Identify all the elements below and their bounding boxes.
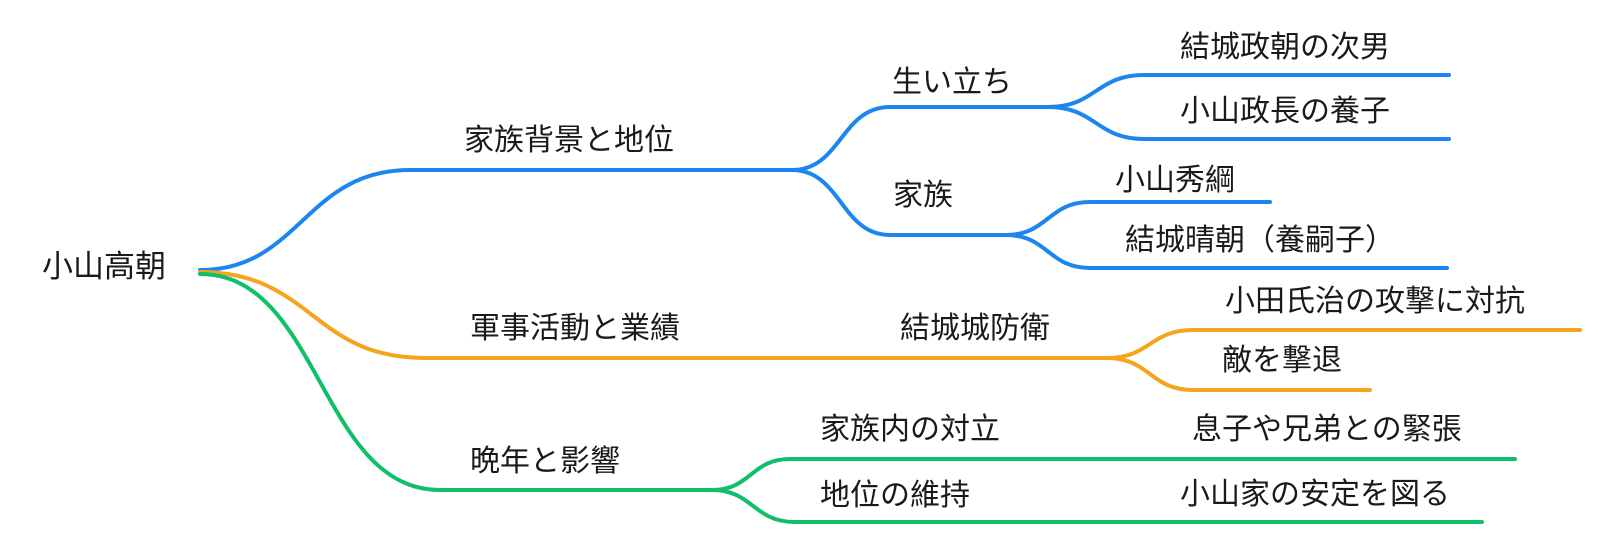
node-family-conflict[interactable]: 家族内の対立 [820,413,1000,446]
link-family-background-upbringing [790,105,1050,172]
root-node[interactable]: 小山高朝 [42,249,166,284]
link-later-years-status-maintain [710,488,1484,524]
node-military[interactable]: 軍事活動と業績 [470,312,680,345]
node-yuki-harutomo[interactable]: 結城晴朝（養嗣子） [1125,224,1395,257]
node-tension-sons-brothers[interactable]: 息子や兄弟との緊張 [1192,413,1462,446]
node-oyama-masanaga-adopted[interactable]: 小山政長の養子 [1180,95,1390,128]
link-root-family-background [198,168,794,272]
link-family-background-family [790,168,1008,237]
node-status-maintain[interactable]: 地位の維持 [820,479,970,512]
link-root-later-years [198,272,714,492]
node-repel-enemy[interactable]: 敵を撃退 [1222,344,1342,377]
node-yuki-castle-defense[interactable]: 結城城防衛 [900,312,1050,345]
link-family-oyama-hidetsuna [1004,200,1272,237]
node-later-years[interactable]: 晩年と影響 [470,445,620,478]
node-oyama-stability[interactable]: 小山家の安定を図る [1180,478,1450,511]
node-oda-ujiharu-resist[interactable]: 小田氏治の攻撃に対抗 [1225,285,1525,318]
link-family-yuki-harutomo [1004,233,1449,270]
node-family-background[interactable]: 家族背景と地位 [464,124,674,157]
link-upbringing-oyama-masanaga-adopted [1046,105,1451,141]
link-upbringing-yuki-masatomo-second-son [1046,73,1451,109]
link-root-military [198,270,1109,360]
link-castle-defense-repel-enemy [1105,356,1372,392]
link-castle-defense-oda-resist [1105,328,1582,360]
node-yuki-masatomo-second-son[interactable]: 結城政朝の次男 [1180,31,1390,64]
link-later-years-family-conflict [710,457,1517,492]
node-upbringing[interactable]: 生い立ち [892,66,1012,99]
node-family[interactable]: 家族 [893,179,953,212]
node-oyama-hidetsuna[interactable]: 小山秀綱 [1115,164,1235,197]
